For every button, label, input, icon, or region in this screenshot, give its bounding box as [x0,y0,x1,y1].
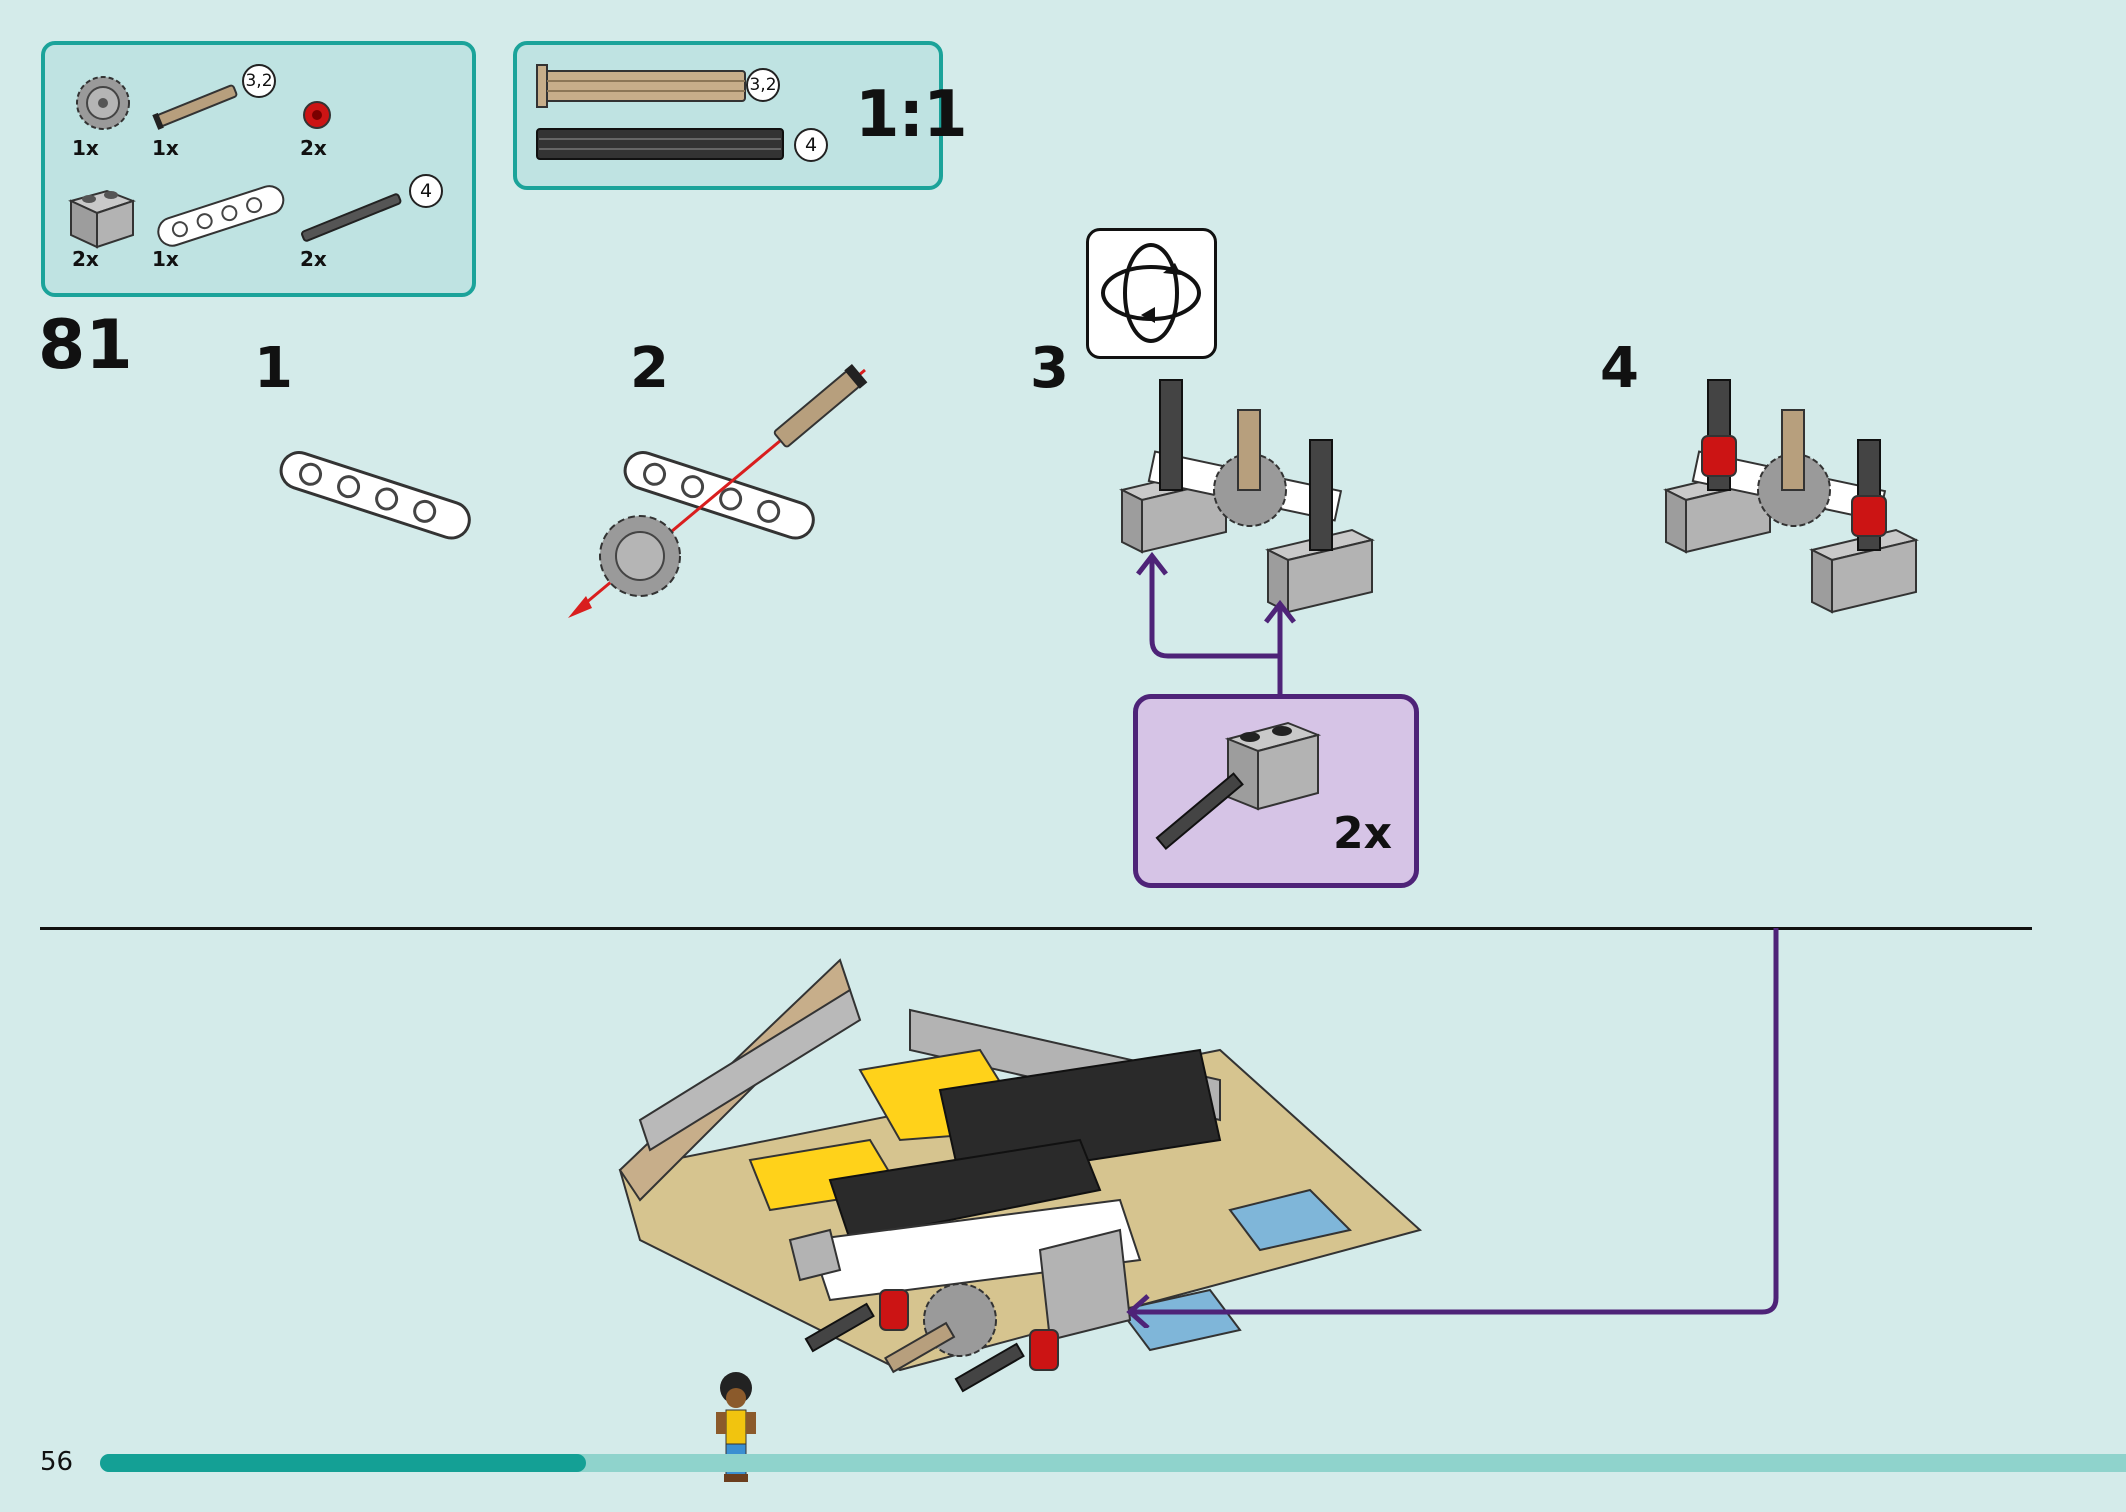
ruler-illustrations [536,64,784,160]
sub-step-2: 2 [630,336,669,401]
rotate-model-icon [1086,228,1217,359]
qty-dark-axle: 2x [300,247,327,271]
tan-axle-ruler [536,64,746,108]
red-bush-part [303,101,331,129]
main-step-number: 81 [38,306,133,385]
sub-assembly-callout [1133,694,1419,888]
length-badge-dark-axle-ruler: 4 [794,128,828,162]
page-number: 56 [40,1447,74,1477]
step3-assembly [1119,379,1375,694]
qty-axle-with-stop: 1x [152,136,179,160]
callout-quantity: 2x [1333,808,1392,859]
dark-axle-part [301,193,402,242]
length-badge-dark-axle: 4 [409,174,443,208]
callout-guide-line [1126,928,1779,1328]
step-divider [40,927,2032,930]
progress-fill [100,1454,586,1472]
liftarm-part [157,185,285,247]
main-model-illustration [618,958,1423,1393]
sub-step-1: 1 [254,336,293,401]
qty-gear: 1x [72,136,99,160]
qty-brick: 2x [72,247,99,271]
axle-with-stop-part [152,84,238,130]
dark-axle-ruler [536,128,784,160]
scale-label: 1:1 [855,78,968,152]
parts-list-illustrations [68,76,402,249]
sub-step-4: 4 [1600,336,1639,401]
qty-red-bush: 2x [300,136,327,160]
length-badge-tan-axle: 3,2 [746,68,780,102]
qty-liftarm: 1x [152,247,179,271]
brick-part [68,189,136,249]
sub-step-3: 3 [1030,336,1069,401]
sub-step-illustrations [279,363,1919,694]
progress-track [100,1454,2126,1472]
ruler-box [513,41,943,190]
length-badge-axle-with-stop: 3,2 [242,64,276,98]
step1-liftarm [279,451,471,540]
callout-brick-axle [1155,721,1322,851]
step2-assembly [568,363,868,618]
gear-part [76,76,130,130]
step4-assembly [1663,379,1919,614]
